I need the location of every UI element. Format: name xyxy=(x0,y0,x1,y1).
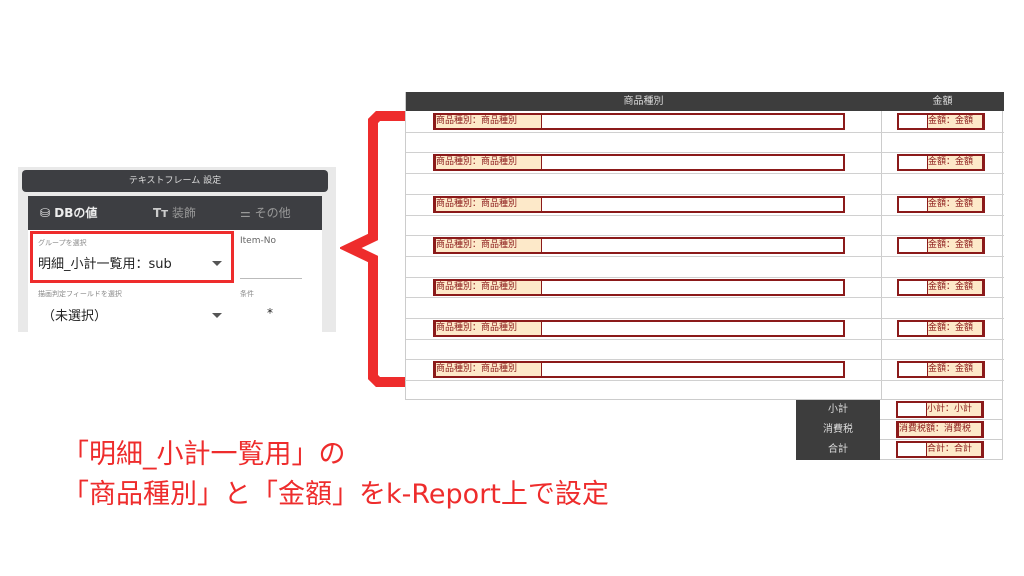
summary-field[interactable]: 合計：合計 xyxy=(896,441,984,458)
summary-label: 小計 xyxy=(828,404,848,415)
summary-labels: 小計消費税合計 xyxy=(796,400,880,460)
product-type-field[interactable]: 商品種別：商品種別 xyxy=(433,320,845,337)
field-label: 金額：金額 xyxy=(927,156,983,170)
row-divider xyxy=(406,173,1004,175)
field-label: 金額：金額 xyxy=(927,280,983,294)
product-type-field[interactable]: 商品種別：商品種別 xyxy=(433,113,845,130)
row-divider xyxy=(406,380,1004,382)
tab-db-value[interactable]: ⛁ DBの値 xyxy=(40,206,98,220)
text-format-icon: Tт xyxy=(153,206,169,220)
row-divider xyxy=(406,214,1004,216)
amount-field[interactable]: 金額：金額 xyxy=(897,320,985,337)
product-type-field[interactable]: 商品種別：商品種別 xyxy=(433,195,845,213)
row-divider xyxy=(406,297,1004,299)
field-label: 合計：合計 xyxy=(926,443,982,456)
draw-field-value: （未選択） xyxy=(42,309,108,324)
brace-icon xyxy=(340,111,405,387)
header-amount: 金額 xyxy=(932,96,953,107)
group-select-value: 明細_小計一覧用：sub xyxy=(38,257,172,272)
summary-field[interactable]: 消費税額：消費税 xyxy=(896,421,984,438)
field-label: 商品種別：商品種別 xyxy=(435,156,542,170)
summary-row: 消費税額：消費税 xyxy=(880,420,1003,440)
amount-field[interactable]: 金額：金額 xyxy=(897,361,985,379)
row-divider xyxy=(406,193,1004,195)
text-frame-settings-panel: テキストフレーム 設定 ⛁ DBの値 Tт 装飾 ⚌ その他 グループを選択 明… xyxy=(18,167,336,332)
group-select-label: グループを選択 xyxy=(38,239,87,247)
panel-title: テキストフレーム 設定 xyxy=(22,170,328,192)
field-label: 金額：金額 xyxy=(927,115,983,128)
product-type-field[interactable]: 商品種別：商品種別 xyxy=(433,237,845,255)
column-divider xyxy=(881,111,882,400)
summary-row: 合計：合計 xyxy=(880,440,1003,460)
tab-other[interactable]: ⚌ その他 xyxy=(240,206,291,220)
field-label: 小計：小計 xyxy=(926,403,982,416)
product-type-field[interactable]: 商品種別：商品種別 xyxy=(433,361,845,379)
field-label: 商品種別：商品種別 xyxy=(435,239,542,253)
summary-row: 小計：小計 xyxy=(880,400,1003,420)
field-label: 金額：金額 xyxy=(927,197,983,211)
tab-bar: ⛁ DBの値 Tт 装飾 ⚌ その他 xyxy=(28,196,322,230)
field-label: 金額：金額 xyxy=(927,363,983,377)
chevron-down-icon xyxy=(212,261,222,266)
caption-line-1: 「明細_小計一覧用」の xyxy=(62,439,346,470)
report-table: 商品種別 金額 商品種別：商品種別金額：金額商品種別：商品種別金額：金額商品種別… xyxy=(405,92,1004,400)
field-label: 商品種別：商品種別 xyxy=(435,197,542,211)
product-type-field[interactable]: 商品種別：商品種別 xyxy=(433,154,845,172)
field-label: 商品種別：商品種別 xyxy=(435,322,542,335)
row-divider xyxy=(406,235,1004,237)
tab-decoration[interactable]: Tт 装飾 xyxy=(153,206,196,220)
table-header: 商品種別 金額 xyxy=(406,92,1004,111)
field-label: 消費税額：消費税 xyxy=(898,423,982,436)
row-divider xyxy=(406,318,1004,319)
row-divider xyxy=(406,152,1004,154)
row-divider xyxy=(406,131,1004,133)
group-select-highlight xyxy=(30,231,234,283)
summary-field[interactable]: 小計：小計 xyxy=(896,401,984,418)
header-product-type: 商品種別 xyxy=(623,96,664,107)
amount-field[interactable]: 金額：金額 xyxy=(897,195,985,213)
product-type-field[interactable]: 商品種別：商品種別 xyxy=(433,278,845,296)
field-label: 金額：金額 xyxy=(927,322,983,335)
field-label: 商品種別：商品種別 xyxy=(435,363,542,377)
summary-label: 消費税 xyxy=(823,424,853,435)
row-divider xyxy=(406,359,1004,361)
database-icon: ⛁ xyxy=(40,206,51,220)
item-no-input[interactable] xyxy=(240,278,302,279)
amount-field[interactable]: 金額：金額 xyxy=(897,154,985,172)
amount-field[interactable]: 金額：金額 xyxy=(897,237,985,255)
draw-field-label: 描画判定フィールドを選択 xyxy=(38,290,122,298)
field-label: 金額：金額 xyxy=(927,239,983,253)
caption-line-2: 「商品種別」と「金額」をk-Report上で設定 xyxy=(62,479,609,510)
condition-label: 条件 xyxy=(240,290,254,298)
condition-input[interactable]: * xyxy=(267,306,273,320)
chevron-down-icon xyxy=(212,313,222,318)
amount-field[interactable]: 金額：金額 xyxy=(897,113,985,130)
row-divider xyxy=(406,255,1004,257)
row-divider xyxy=(406,276,1004,278)
amount-field[interactable]: 金額：金額 xyxy=(897,278,985,296)
field-label: 商品種別：商品種別 xyxy=(435,115,542,128)
row-divider xyxy=(406,338,1004,340)
item-no-label: Item-No xyxy=(240,236,276,246)
summary-label: 合計 xyxy=(828,444,848,455)
sliders-icon: ⚌ xyxy=(240,206,251,220)
field-label: 商品種別：商品種別 xyxy=(435,280,542,294)
